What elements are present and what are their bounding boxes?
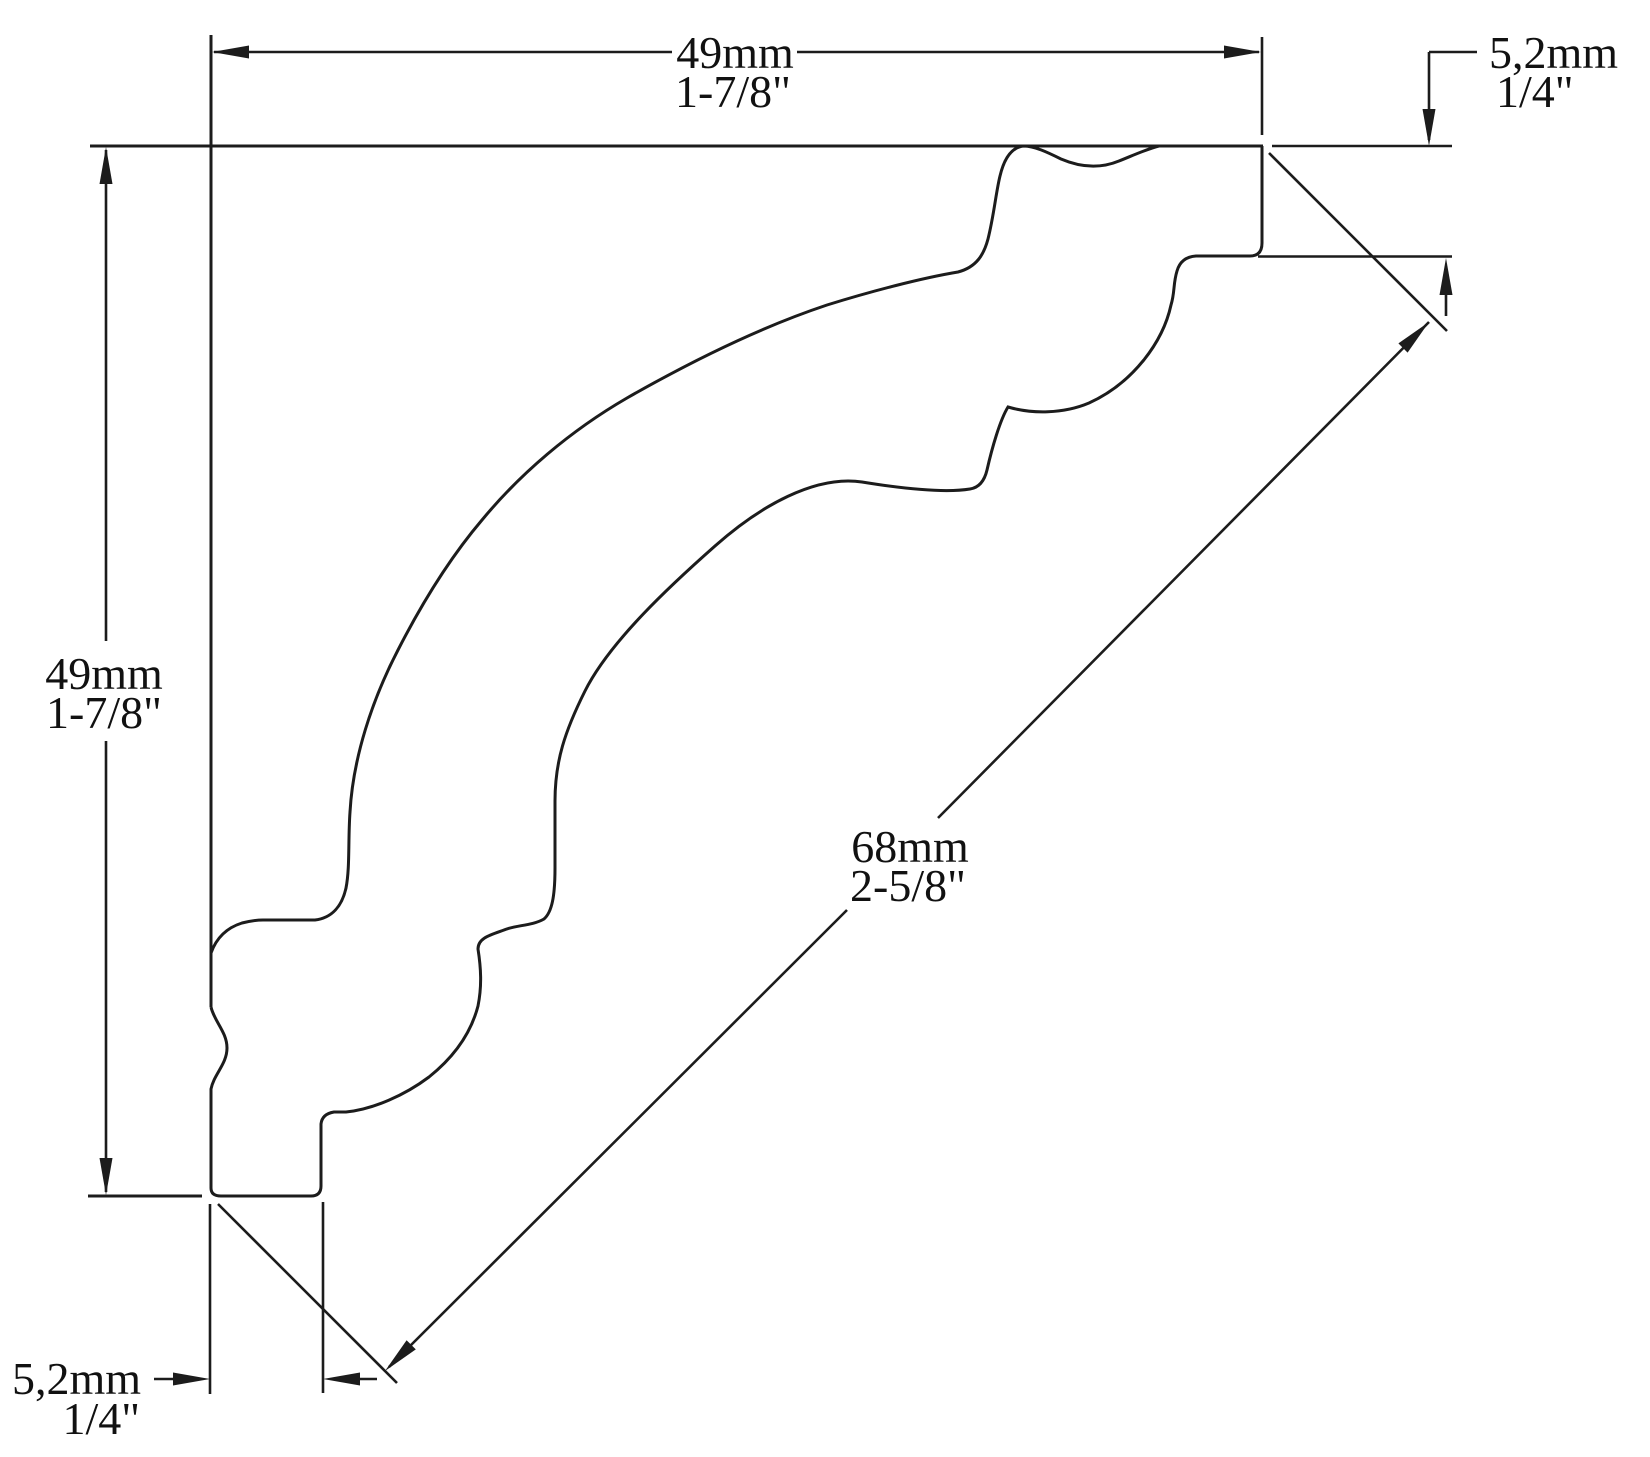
dim-top-width-imperial: 1-7/8" — [675, 66, 791, 117]
profile-back-face — [209, 144, 1160, 954]
arrow-down-icon — [99, 1158, 113, 1195]
dim-top-right-leader — [1427, 50, 1477, 140]
arrow-right-icon — [173, 1372, 210, 1386]
arrow-left-icon — [323, 1372, 360, 1386]
arrow-up-icon — [1439, 258, 1453, 295]
dim-left-height-imperial: 1-7/8" — [46, 687, 162, 738]
dim-top-right-edge: 5,2mm 1/4" — [1422, 27, 1618, 316]
dim-diagonal-face: 68mm 2-5/8" — [385, 321, 1430, 1371]
dim-left-height-metric: 49mm — [45, 648, 163, 699]
dim-diagonal-line-upper — [937, 321, 1430, 819]
dim-bottom-left-edge: 5,2mm 1/4" — [12, 1353, 377, 1444]
arrow-down-icon — [1422, 109, 1436, 146]
dim-left-height: 49mm 1-7/8" — [45, 147, 163, 1195]
dim-bottom-left-imperial: 1/4" — [62, 1393, 140, 1444]
arrow-down-left-icon — [385, 1340, 416, 1371]
arrow-right-icon — [1224, 45, 1261, 59]
arrow-up-icon — [99, 147, 113, 184]
dim-top-width-metric: 49mm — [676, 27, 794, 78]
extension-line-diagonal-bottom — [217, 1203, 398, 1384]
arrow-left-icon — [212, 45, 249, 59]
arrow-up-right-icon — [1398, 322, 1429, 353]
dim-top-right-imperial: 1/4" — [1496, 66, 1574, 117]
moulding-profile-outline — [209, 144, 1264, 1198]
extension-line-diagonal-top — [1268, 152, 1448, 332]
dim-diagonal-imperial: 2-5/8" — [850, 860, 966, 911]
dim-top-right-metric: 5,2mm — [1489, 27, 1618, 78]
dim-bottom-left-metric: 5,2mm — [12, 1353, 141, 1404]
dim-diagonal-line-lower — [388, 909, 848, 1368]
dim-top-width: 49mm 1-7/8" — [212, 27, 1261, 117]
dim-diagonal-metric: 68mm — [851, 821, 969, 872]
reference-lines — [88, 35, 1452, 1394]
profile-front-face — [209, 146, 1264, 1198]
